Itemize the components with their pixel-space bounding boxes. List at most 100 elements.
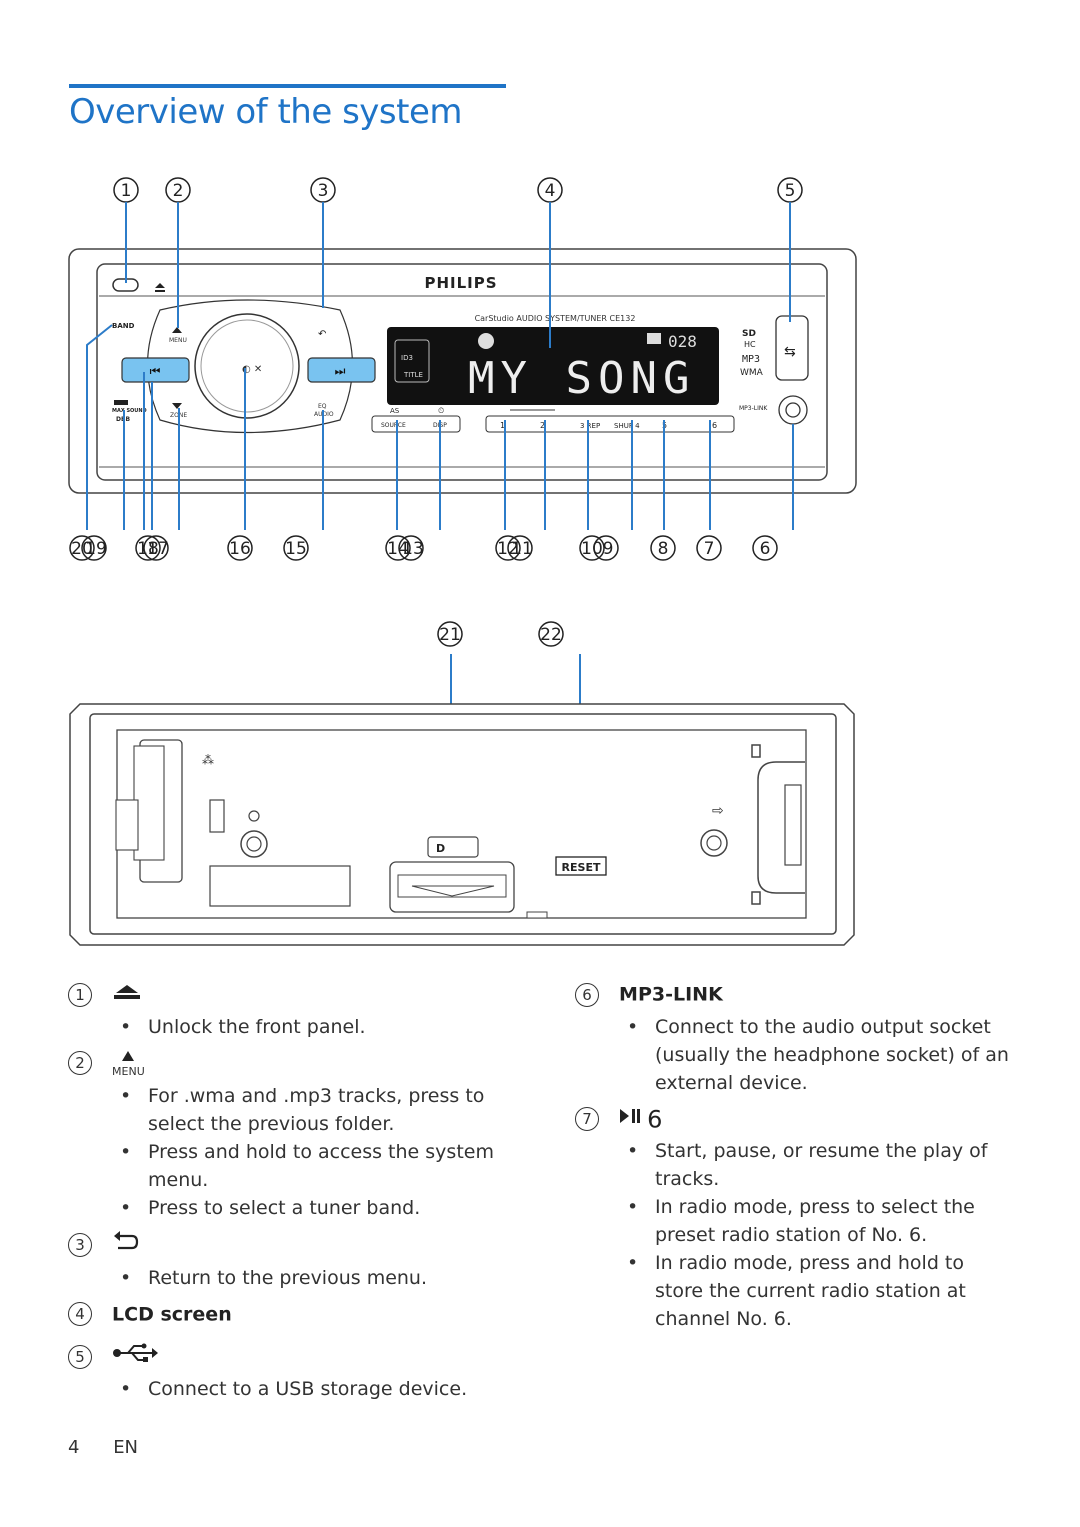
item-number: 3 [68, 1232, 92, 1257]
page-footer: 4 EN [68, 1437, 166, 1458]
svg-text:◐ ✕: ◐ ✕ [242, 364, 262, 375]
callout-5: 5 [777, 177, 803, 203]
svg-text:D: D [436, 842, 445, 855]
reset-label [555, 856, 607, 876]
prev-icon: ⏮ [150, 364, 161, 378]
svg-text:⁂: ⁂ [202, 753, 214, 767]
callout-3: 3 [310, 177, 336, 203]
callout-13: 13 [398, 535, 424, 561]
bullet: Press to select a tuner band. [120, 1194, 498, 1222]
svg-text:2: 2 [173, 181, 184, 201]
callout-16: 16 [227, 535, 253, 561]
title-rule [69, 84, 506, 88]
eject-icon [112, 981, 142, 1009]
eject-small-icon [155, 283, 165, 292]
volume-knob [194, 313, 300, 419]
callout-17: 17 [143, 535, 169, 561]
bottom-callouts: 20 19 18 17 16 15 14 13 12 11 10 9 8 7 6 [69, 535, 778, 561]
svg-text:EQ: EQ [318, 403, 327, 410]
item-heading: LCD screen [112, 1303, 232, 1325]
item-number: 5 [68, 1344, 92, 1369]
svg-text:⇆: ⇆ [784, 344, 796, 360]
desc-item-6: 6 MP3-LINK Connect to the audio output s… [575, 980, 1015, 1097]
callout-15: 15 [283, 535, 309, 561]
top-callouts: 1 2 3 4 5 [113, 177, 803, 203]
page-number: 4 [68, 1437, 80, 1458]
language-code: EN [113, 1437, 139, 1458]
lcd-screen [387, 327, 719, 405]
svg-text:10: 10 [581, 539, 603, 559]
bullet: Unlock the front panel. [120, 1013, 498, 1041]
svg-text:ID3: ID3 [401, 354, 413, 362]
svg-text:18: 18 [137, 539, 159, 559]
svg-text:2: 2 [540, 421, 545, 430]
svg-text:6: 6 [760, 539, 771, 559]
svg-text:MAX SOUND: MAX SOUND [112, 408, 147, 414]
bullet: Start, pause, or resume the play of trac… [627, 1137, 1015, 1193]
bullet: Press and hold to access the system menu… [120, 1138, 498, 1194]
next-button [307, 357, 376, 383]
lcd-track-number: 028 [668, 332, 697, 351]
svg-text:8: 8 [658, 539, 669, 559]
svg-text:13: 13 [402, 539, 424, 559]
play-pause-icon [619, 1105, 641, 1133]
desc-item-3: 3 Return to the previous menu. [68, 1230, 498, 1292]
callout-14: 14 [385, 535, 411, 561]
svg-text:9: 9 [603, 539, 614, 559]
svg-text:1: 1 [121, 181, 132, 201]
svg-text:⇨: ⇨ [712, 803, 724, 819]
bullet: In radio mode, press and hold to store t… [627, 1249, 1015, 1333]
callout-11: 11 [507, 535, 533, 561]
description-left: 1 Unlock the front panel. 2 MENU For .wm… [68, 980, 498, 1411]
svg-text:21: 21 [439, 625, 461, 645]
svg-text:3: 3 [318, 181, 329, 201]
item-number: 1 [68, 982, 92, 1007]
svg-text:11: 11 [511, 539, 533, 559]
svg-text:22: 22 [540, 625, 562, 645]
item-heading: MP3-LINK [619, 983, 723, 1006]
svg-text:HC: HC [744, 340, 756, 349]
usb-icon [112, 1343, 159, 1371]
svg-text:MP3: MP3 [742, 354, 760, 365]
callout-18: 18 [135, 535, 161, 561]
callout-2: 2 [165, 177, 191, 203]
system-diagram: 1 2 3 4 5 PHILIPS CarStudio AUDIO SYSTEM… [68, 177, 857, 946]
svg-text:6: 6 [712, 421, 717, 430]
callout-21: 21 [437, 621, 463, 647]
item-number: 7 [575, 1107, 599, 1131]
back-callouts: 21 22 [437, 621, 564, 647]
svg-text:⏲: ⏲ [438, 406, 444, 415]
bullet: Connect to a USB storage device. [120, 1375, 498, 1403]
svg-text:17: 17 [147, 539, 169, 559]
desc-item-2: 2 MENU For .wma and .mp3 tracks, press t… [68, 1049, 498, 1222]
next-icon: ⏭ [335, 364, 346, 378]
svg-text:15: 15 [285, 539, 307, 559]
svg-text:5: 5 [785, 181, 796, 201]
svg-text:WMA: WMA [740, 368, 764, 378]
model-subtitle: CarStudio AUDIO SYSTEM/TUNER CE132 [475, 314, 636, 323]
lcd-main-text: MY SONG [468, 353, 695, 404]
prev-button [121, 357, 190, 383]
svg-text:SHUF 4: SHUF 4 [614, 422, 640, 430]
svg-text:BAND: BAND [112, 322, 135, 330]
svg-text:SOURCE: SOURCE [381, 422, 406, 429]
callout-6: 6 [752, 535, 778, 561]
svg-text:RESET: RESET [562, 861, 601, 874]
callout-8: 8 [650, 535, 676, 561]
desc-item-7: 7 6 Start, pause, or resume the play of … [575, 1105, 1015, 1334]
svg-text:MP3-LINK: MP3-LINK [739, 405, 768, 412]
preset-number: 6 [647, 1105, 663, 1133]
svg-text:↶: ↶ [318, 329, 326, 340]
callout-19: 19 [81, 535, 107, 561]
usb-port [775, 315, 809, 381]
svg-text:4: 4 [545, 181, 556, 201]
bullet: Connect to the audio output socket (usua… [627, 1013, 1015, 1097]
svg-text:TITLE: TITLE [403, 371, 423, 379]
svg-text:14: 14 [387, 539, 409, 559]
callout-10: 10 [579, 535, 605, 561]
callout-7: 7 [696, 535, 722, 561]
back-arrow-icon [112, 1230, 140, 1260]
svg-text:AS: AS [390, 407, 400, 415]
svg-text:19: 19 [85, 539, 107, 559]
desc-item-1: 1 Unlock the front panel. [68, 980, 498, 1041]
